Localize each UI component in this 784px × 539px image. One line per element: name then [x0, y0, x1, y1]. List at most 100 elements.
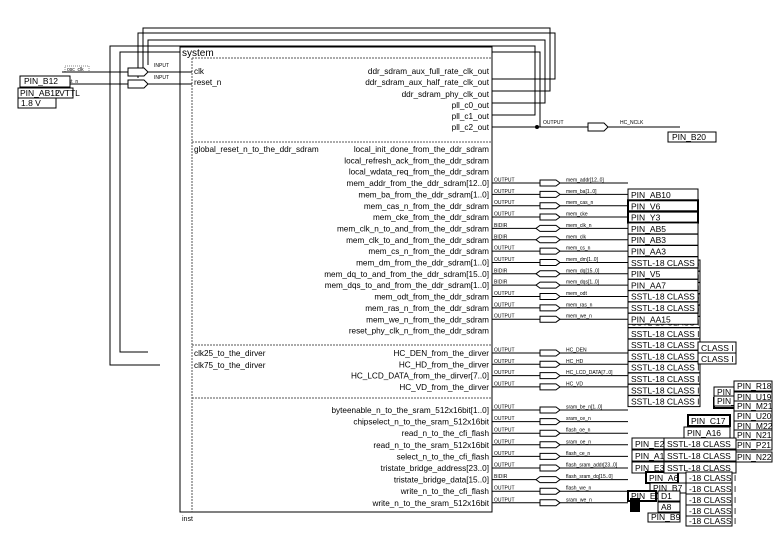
pin-sstl-18-class-i[interactable]: SSTL-18 CLASS I	[627, 361, 701, 374]
pin-pin-ab10[interactable]: PIN_AB10	[627, 188, 699, 201]
io-type-label: OUTPUT	[494, 486, 515, 492]
port-mem-we-n-from-the-ddr-sdram: mem_we_n_from_the_ddr_sdram	[366, 315, 489, 324]
output-buffer-mem-ba-1-0[interactable]: OUTPUT mem_ba[1..0]	[492, 189, 628, 198]
pin-pin-e1[interactable]: PIN_E1	[627, 490, 661, 502]
port-mem-addr-from-the-ddr-sdram-12-0: mem_addr_from_the_ddr_sdram[12..0]	[347, 179, 489, 188]
port-local-wdata-req-from-the-ddr-sdram: local_wdata_req_from_the_ddr_sdram	[349, 168, 489, 177]
pin-18-class-i[interactable]: -18 CLASS I	[685, 482, 736, 495]
pin-pin-n21[interactable]: PIN_N21	[733, 429, 773, 441]
signal-sram-be-n-1-0: sram_be_n[1..0]	[566, 405, 603, 411]
pin-pin-ab3[interactable]: PIN_AB3	[627, 233, 699, 246]
pin-b20-box[interactable]	[667, 131, 717, 143]
pin-pin-a6[interactable]: PIN_A6	[645, 471, 679, 484]
pin-label: PIN_V5	[631, 269, 661, 279]
pin-class-i[interactable]: CLASS I	[697, 352, 737, 365]
pin-pin-aa15[interactable]: PIN_AA15	[627, 312, 699, 325]
pin-pin-n22[interactable]: PIN_N22	[733, 451, 773, 463]
left-input-pins[interactable]: osc_clk rst_n INPUT INPUT PIN_B12 PIN_AB…	[17, 63, 192, 109]
pin-sstl-18-class-i[interactable]: SSTL-18 CLASS I	[627, 301, 700, 314]
pin-b12-box[interactable]	[19, 75, 71, 88]
pin-label: PIN_B7	[653, 483, 683, 493]
pin-pin-aa3[interactable]: PIN_AA3	[627, 245, 699, 257]
pin-label: SSTL-18 CLASS I	[631, 363, 700, 373]
pin-pin-b9[interactable]: PIN_B9	[647, 512, 681, 523]
pin-sstl-18-class-i[interactable]: SSTL-18 CLASS I	[627, 383, 701, 396]
pin-pin-u20[interactable]: PIN_U20	[733, 410, 773, 422]
pin-sstl-18-class-i[interactable]: SSTL-18 CLASS I	[627, 327, 701, 340]
pin-a8[interactable]: A8	[657, 501, 681, 513]
pin-sstl-18-class[interactable]: SSTL-18 CLASS	[663, 461, 737, 474]
pin-pin-v5[interactable]: PIN_V5	[627, 267, 699, 280]
signal-mem-odt: mem_odt	[566, 291, 587, 297]
system-block[interactable]: system inst	[179, 46, 493, 523]
voltage-box[interactable]	[17, 97, 57, 109]
pin-pin-ab5[interactable]: PIN_AB5	[627, 222, 699, 235]
pin-18-class-i[interactable]: -18 CLASS I	[685, 471, 736, 484]
block-title: system	[182, 48, 214, 59]
pin-pin-e2[interactable]: PIN_E2	[631, 437, 665, 450]
pin-sstl-18-class[interactable]: SSTL-18 CLASS	[663, 437, 737, 450]
pin-pin-c17[interactable]: PIN_C17	[687, 414, 731, 427]
pin-pin-y3[interactable]: PIN_Y3	[627, 210, 699, 224]
pin-18-class-i[interactable]: -18 CLASS I	[685, 504, 736, 517]
pin-sstl-18-class-i[interactable]: SSTL-18 CLASS I	[627, 395, 701, 408]
pin-pin-m21[interactable]: PIN_M21	[733, 400, 773, 412]
pin-pin-aa7[interactable]: PIN_AA7	[627, 278, 699, 291]
pin-label: SSTL-18 CLASS	[667, 463, 731, 473]
pin-18-class-i[interactable]: -18 CLASS I	[685, 515, 736, 527]
io-type-label: OUTPUT	[494, 451, 515, 457]
pin-sstl-18-class-i[interactable]: SSTL-18 CLASS I	[627, 349, 701, 362]
port-mem-odt-from-the-ddr-sdram: mem_odt_from_the_ddr_sdram	[374, 293, 489, 302]
pin-sstl-18-class-i[interactable]: SSTL-18 CLASS I	[627, 290, 700, 303]
pin-class-i[interactable]: CLASS I	[697, 341, 737, 354]
io-type-label: OUTPUT	[494, 463, 515, 469]
hc-nclk-output[interactable]: OUTPUT HC_NCLK PIN_B20	[492, 120, 717, 143]
pin-label: -18 CLASS I	[689, 473, 736, 483]
pin-sstl-18-class-i[interactable]: SSTL-18 CLASS I	[627, 256, 700, 269]
port-pll-c0: pll_c0_out	[452, 101, 490, 110]
pin-pin-v6[interactable]: PIN_V6	[627, 199, 699, 213]
pin-label: SSTL-18 CLASS I	[631, 397, 700, 407]
ddr-output-ports: local_init_done_from_the_ddr_sdramlocal_…	[324, 145, 489, 336]
signal-mem-ba-1-0: mem_ba[1..0]	[566, 189, 597, 195]
io-type-label: OUTPUT	[494, 189, 515, 195]
pin-sstl-18-class[interactable]: SSTL-18 CLASS	[663, 449, 737, 462]
hc-nclk-output-label: OUTPUT	[543, 120, 564, 126]
pin-18-class-i[interactable]: -18 CLASS I	[685, 493, 736, 506]
pin-sstl-18-class-i[interactable]: SSTL-18 CLASS I	[627, 372, 701, 385]
pin-pin-p21[interactable]: PIN_P21	[733, 439, 773, 451]
pin-label: SSTL-18 CLASS I	[631, 374, 700, 384]
pin-label: SSTL-18 CLASS I	[631, 385, 700, 395]
pin-sstl-18-class-i[interactable]: SSTL-18 CLASS I	[627, 338, 701, 351]
pin-pin-a16[interactable]: PIN_A16	[683, 426, 731, 439]
pin-d1[interactable]: D1	[657, 490, 681, 502]
pin-pin-r18[interactable]: PIN_R18	[733, 380, 773, 392]
pin-label: -18 CLASS I	[689, 506, 736, 516]
